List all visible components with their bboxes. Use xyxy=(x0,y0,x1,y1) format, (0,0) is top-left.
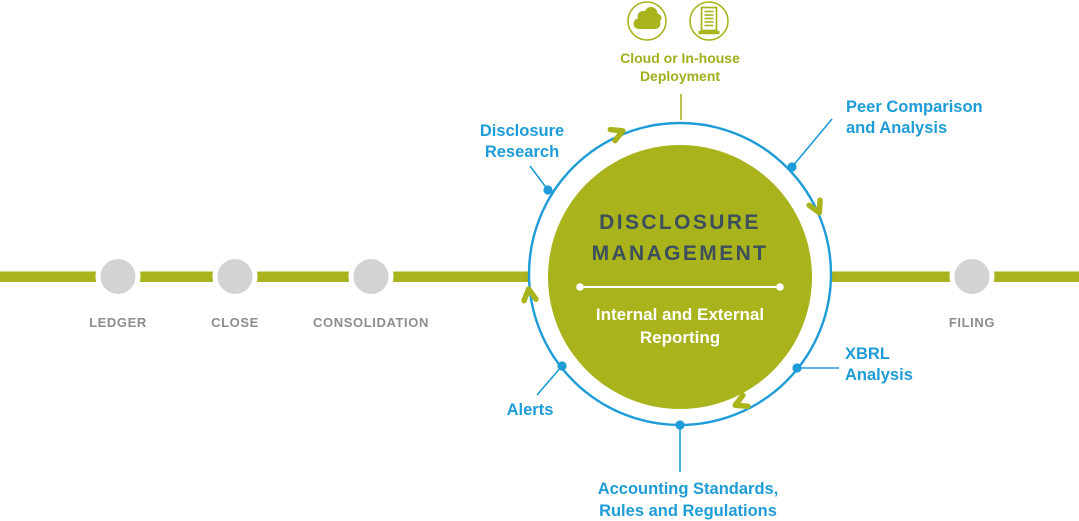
rotation-chevron-top-left xyxy=(607,126,626,144)
anchor-dot-alerts xyxy=(557,361,567,371)
satellite-label-alerts: Alerts xyxy=(506,401,554,419)
timeline-node-consolidation xyxy=(348,254,394,299)
hub-subtitle: Internal and External Reporting xyxy=(595,305,765,347)
connector-disclosure-research xyxy=(529,165,549,191)
connector-alerts xyxy=(536,365,563,396)
anchor-dot-accounting xyxy=(675,420,685,430)
satellite-label-xbrl: XBRL Analysis xyxy=(845,345,913,384)
satellite-label-deployment: Cloud or In-house Deployment xyxy=(620,50,740,84)
rotation-chevron-right xyxy=(806,197,823,216)
satellite-label-disclosure-research: Disclosure Research xyxy=(479,122,565,161)
hub-title: DISCLOSURE MANAGEMENT xyxy=(591,211,769,265)
rotation-chevron-left xyxy=(521,286,539,304)
timeline-node-close xyxy=(212,254,258,299)
timeline-node-filing xyxy=(949,254,995,299)
hub-divider-dot-left xyxy=(576,283,584,291)
server-icon xyxy=(689,1,729,41)
timeline-label-ledger: LEDGER xyxy=(89,315,147,330)
cloud-icon xyxy=(627,1,667,41)
satellite-label-peer-comparison: Peer Comparison and Analysis xyxy=(846,98,983,137)
connector-peer-comparison xyxy=(791,118,833,168)
timeline-label-filing: FILING xyxy=(948,315,996,330)
timeline-node-ledger xyxy=(95,254,141,299)
anchor-dot-xbrl xyxy=(792,363,802,373)
timeline-label-consolidation: CONSOLIDATION xyxy=(313,315,429,330)
satellite-label-accounting: Accounting Standards, Rules and Regulati… xyxy=(597,480,779,520)
timeline-label-close: CLOSE xyxy=(211,315,259,330)
rotation-chevron-bottom xyxy=(732,392,751,409)
anchor-dot-disclosure-research xyxy=(543,185,553,195)
hub-divider-dot-right xyxy=(776,283,784,291)
hub-circle xyxy=(548,145,812,409)
anchor-dot-peer-comparison xyxy=(787,162,797,172)
